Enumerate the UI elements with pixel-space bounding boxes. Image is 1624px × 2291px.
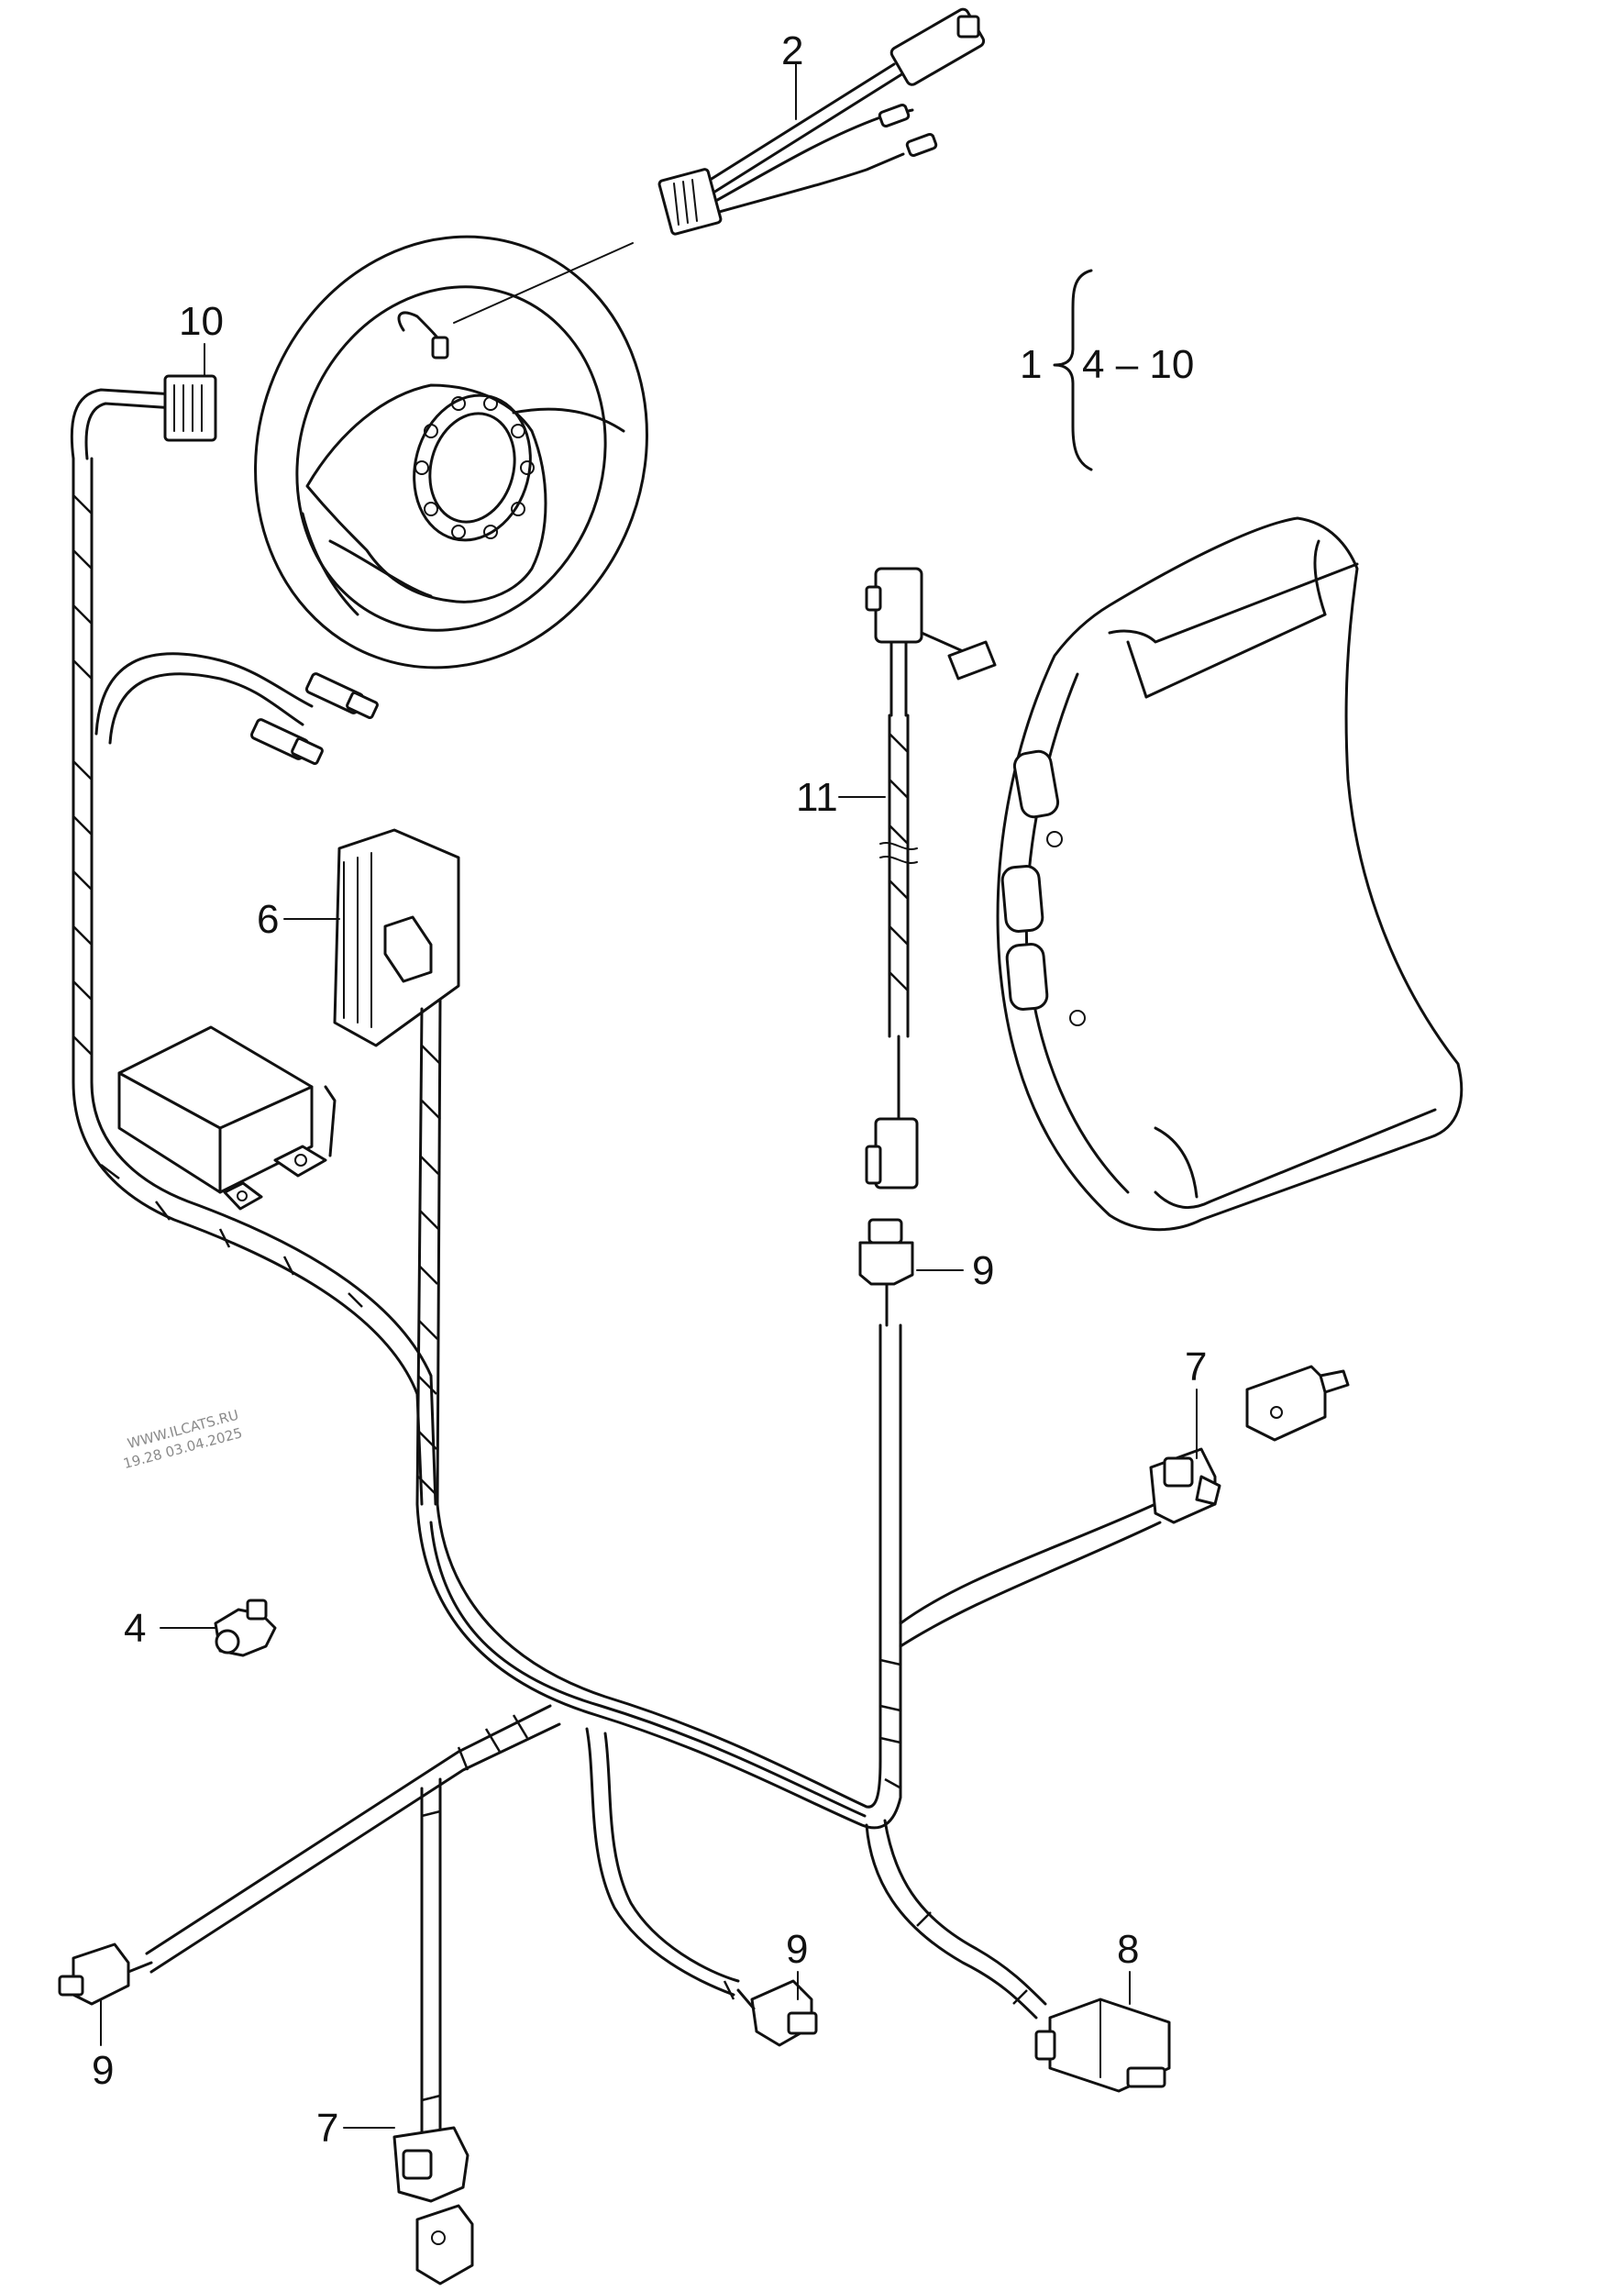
callout-9-mid: 9	[786, 1927, 808, 1972]
callouts: 2 10 1 4 – 10 6 11 9 7 4 9 8 9 7	[92, 28, 1207, 2151]
cable-2	[657, 7, 986, 236]
harness-main	[415, 1502, 1162, 1830]
callout-9-center: 9	[972, 1248, 994, 1293]
connector-7-lower	[392, 2126, 470, 2203]
callout-4: 4	[124, 1606, 146, 1651]
watermark: WWW.ILCATS.RU 19.28 03.04.2025	[121, 1407, 244, 1473]
sensor-7-upper	[1245, 1365, 1350, 1442]
connector-7-upper	[1149, 1447, 1221, 1524]
connector-9-center	[858, 1218, 914, 1763]
harness-lower-branches	[145, 1704, 1047, 2139]
clip-4	[214, 1599, 277, 1657]
callout-7-lower: 7	[316, 2106, 338, 2151]
brace-group	[1053, 269, 1093, 471]
callout-1: 1	[1020, 342, 1042, 387]
cable-11	[865, 567, 997, 1190]
callout-1-range: 4 – 10	[1082, 342, 1194, 387]
connector-9-left	[58, 1942, 153, 2006]
steering-wheel	[254, 235, 648, 670]
harness-left	[70, 374, 437, 1506]
callout-11: 11	[796, 775, 838, 820]
control-unit-box	[117, 1025, 337, 1211]
connector-8	[1034, 1998, 1171, 2093]
connector-9-mid	[736, 1979, 818, 2047]
callout-8: 8	[1117, 1927, 1139, 1972]
sensor-7-lower	[415, 2204, 474, 2285]
connector-6	[333, 828, 460, 1506]
callout-10: 10	[179, 299, 224, 344]
seat-backrest	[996, 516, 1464, 1232]
callout-6: 6	[257, 897, 279, 942]
leader-lines	[100, 63, 1198, 2129]
callout-7-upper: 7	[1185, 1345, 1207, 1389]
tape-wraps-left	[72, 494, 363, 1308]
callout-2: 2	[781, 28, 803, 73]
callout-9-left: 9	[92, 2048, 114, 2093]
